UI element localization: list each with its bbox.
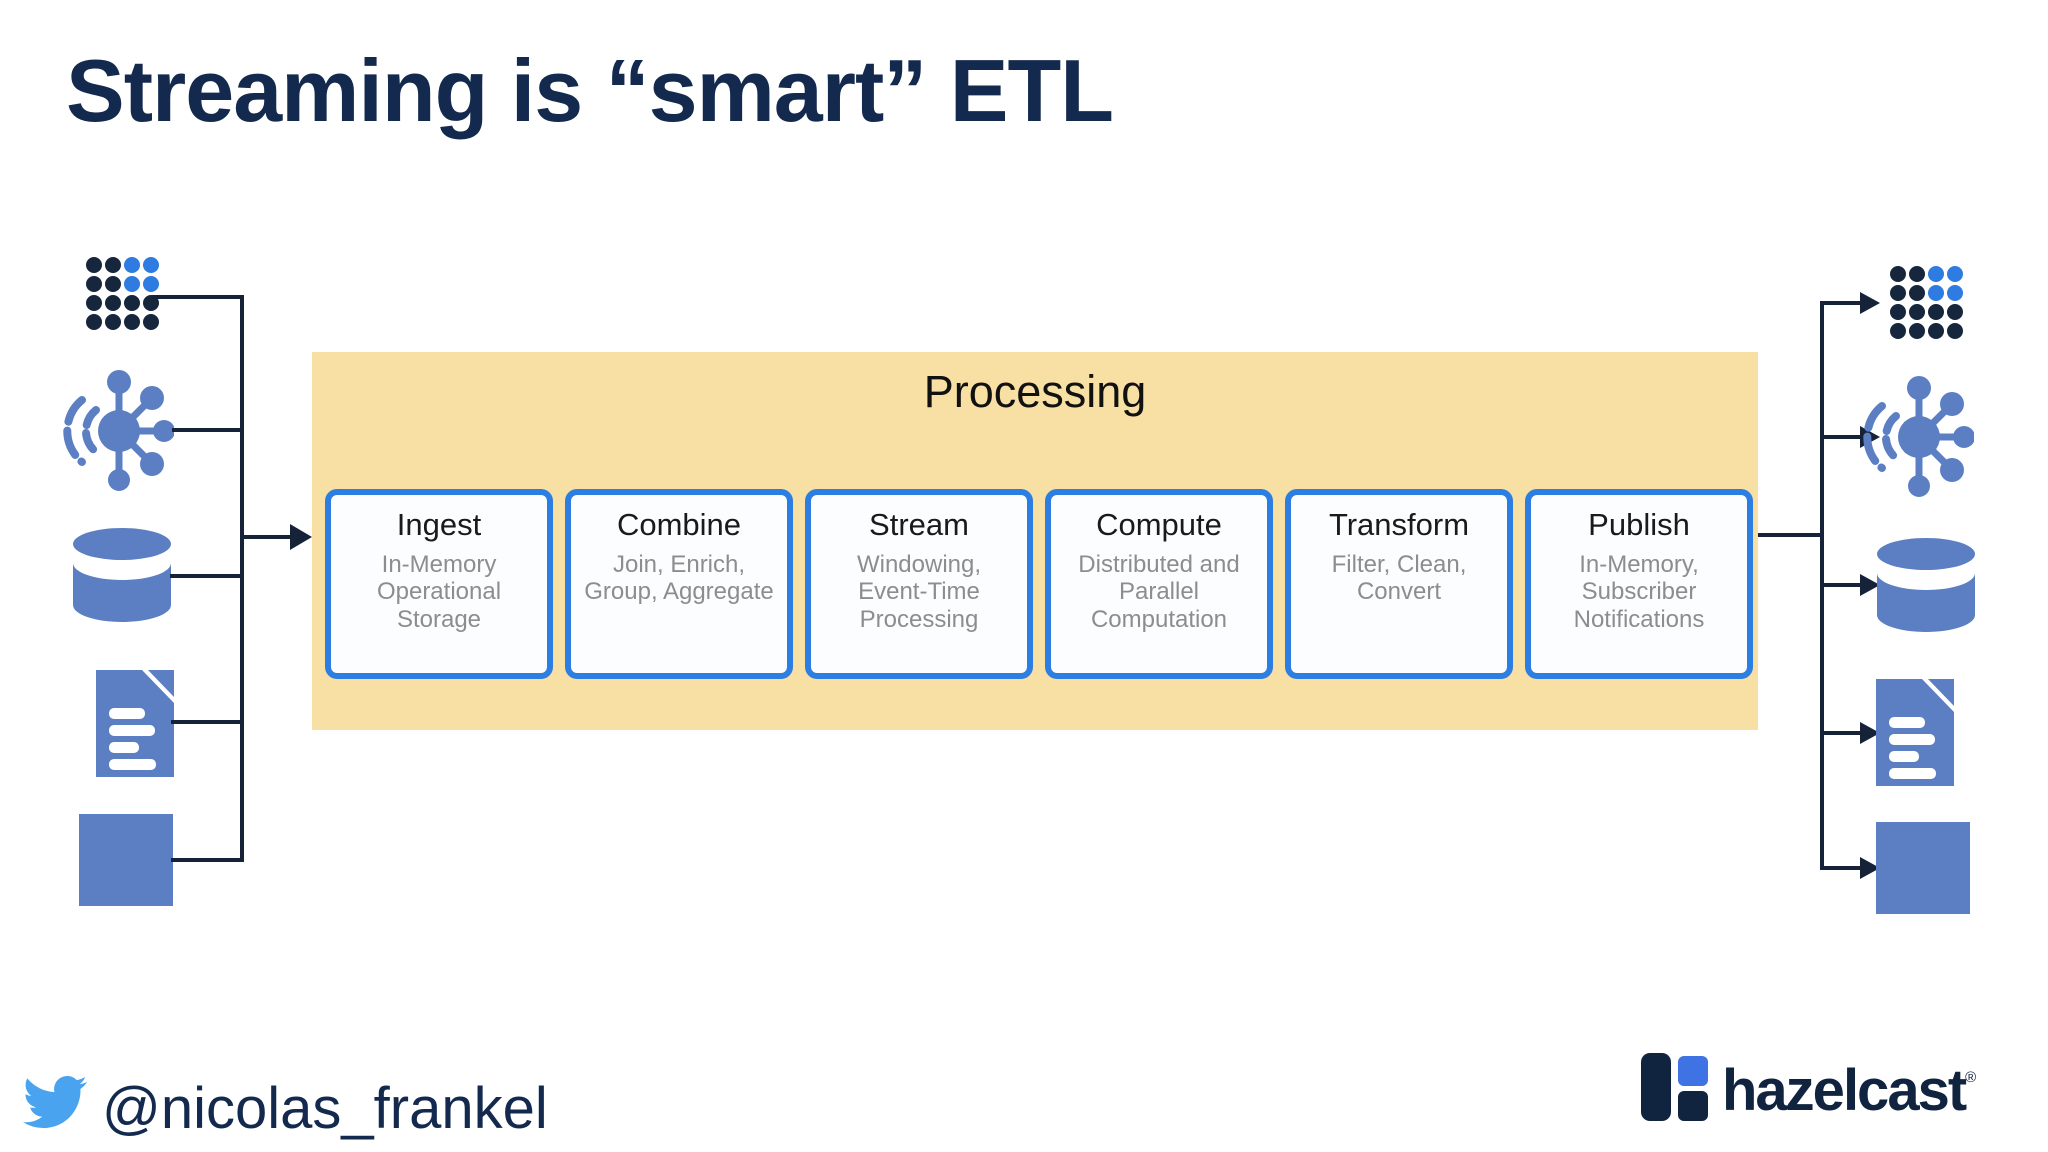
application-square-icon [79,814,173,906]
stage-cards: Ingest In-Memory Operational Storage Com… [325,489,1753,679]
dot [143,314,159,330]
card-subtitle: In-Memory Operational Storage [376,551,502,633]
dot [143,257,159,273]
dot [105,314,121,330]
card-title: Transform [1328,507,1470,542]
dot [105,295,121,311]
dot [86,257,102,273]
dot [1909,304,1925,320]
dot [1890,323,1906,339]
registered-trademark: ® [1965,1069,1977,1086]
dot [86,314,102,330]
hazelcast-wordmark: hazelcast® [1722,1062,1976,1120]
arrowhead [1860,857,1880,879]
flow-in-arrowhead [290,524,312,550]
dot [124,276,140,292]
hazelcast-logo-icon [1641,1053,1708,1121]
dot [1928,285,1944,301]
database-icon [73,528,171,622]
connector [1822,435,1862,439]
card-combine: Combine Join, Enrich, Group, Aggregate [565,489,793,679]
card-ingest: Ingest In-Memory Operational Storage [325,489,553,679]
dot [1947,285,1963,301]
card-title: Combine [616,507,742,542]
iot-hub-icon [63,370,174,491]
card-subtitle: In-Memory, Subscriber Notifications [1573,551,1705,633]
card-title: Ingest [396,507,482,542]
dot [124,314,140,330]
card-title: Compute [1096,507,1222,542]
document-icon [1876,679,1954,786]
flow-out-line [1758,533,1820,537]
dot [143,295,159,311]
dot [1890,266,1906,282]
connector [172,428,244,432]
data-grid-icon [86,257,159,330]
dot [86,276,102,292]
data-grid-icon [1890,266,1963,339]
dot [1928,266,1944,282]
dot [1909,266,1925,282]
dot [1890,285,1906,301]
database-icon [1877,538,1975,632]
card-subtitle: Distributed and Parallel Computation [1078,551,1240,633]
dot [105,257,121,273]
dot [143,276,159,292]
arrowhead [1860,574,1880,596]
document-icon [96,670,174,777]
card-publish: Publish In-Memory, Subscriber Notificati… [1525,489,1753,679]
connector-bus [240,295,244,862]
dot [1947,266,1963,282]
connector [170,574,244,578]
application-square-icon [1876,822,1970,914]
dot [1928,323,1944,339]
card-transform: Transform Filter, Clean, Convert [1285,489,1513,679]
dot [1909,285,1925,301]
processing-panel: Processing Ingest In-Memory Operational … [312,352,1758,730]
arrowhead [1860,292,1880,314]
dot [1909,323,1925,339]
iot-hub-icon [1863,376,1974,497]
card-title: Publish [1588,507,1690,542]
processing-label: Processing [923,366,1147,417]
connector [171,858,244,862]
connector [1822,301,1862,305]
dot [1947,304,1963,320]
dot [124,295,140,311]
dot [105,276,121,292]
dot [86,295,102,311]
connector [171,720,244,724]
slide-title: Streaming is “smart” ETL [66,41,1114,140]
connector [1822,583,1862,587]
dot [1928,304,1944,320]
card-subtitle: Join, Enrich, Group, Aggregate [584,551,774,606]
connector [1822,731,1862,735]
dot [1890,304,1906,320]
card-compute: Compute Distributed and Parallel Computa… [1045,489,1273,679]
connector [152,295,244,299]
card-subtitle: Filter, Clean, Convert [1331,551,1467,606]
card-stream: Stream Windowing, Event-Time Processing [805,489,1033,679]
twitter-bird-icon [23,1075,87,1129]
arrowhead [1860,722,1880,744]
hazelcast-name: hazelcast [1722,1058,1967,1123]
card-subtitle: Windowing, Event-Time Processing [856,551,982,633]
connector [1822,866,1862,870]
dot [124,257,140,273]
twitter-handle: @nicolas_frankel [102,1076,548,1141]
flow-in-line [242,535,292,539]
card-title: Stream [869,507,969,542]
dot [1947,323,1963,339]
